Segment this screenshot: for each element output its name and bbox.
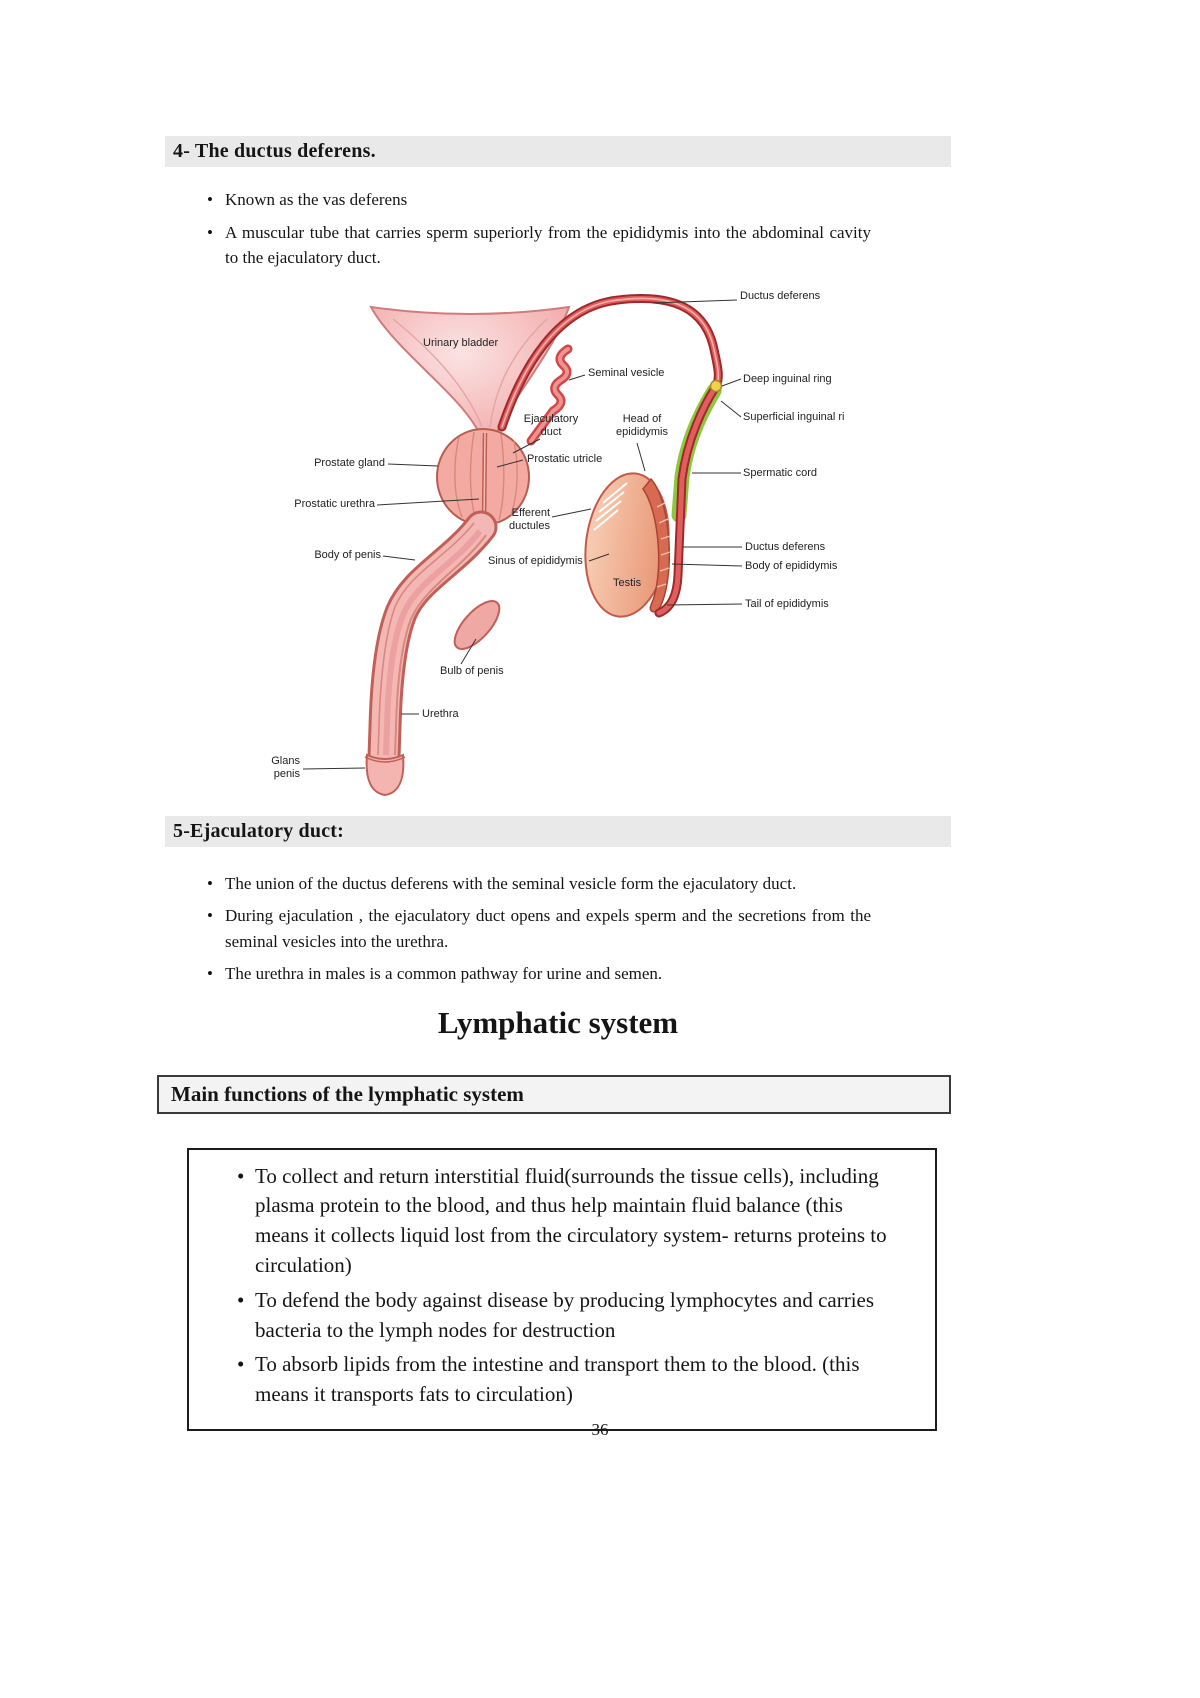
figure-label-spermatic-cord: Spermatic cord	[743, 466, 817, 479]
penis-shaft-inner-line	[394, 533, 487, 755]
urethra-channel	[383, 528, 483, 755]
page-content: 4- The ductus deferens. Known as the vas…	[157, 136, 951, 1431]
figure-label-deep-inguinal-ring: Deep inguinal ring	[743, 372, 832, 385]
section-heading-ductus-deferens: 4- The ductus deferens.	[165, 136, 951, 167]
section-heading-ejaculatory-duct: 5-Ejaculatory duct:	[165, 815, 951, 847]
seminal-vesicle-inner	[529, 346, 570, 443]
glans-penis-shape	[365, 753, 405, 796]
figure-label-ductus-deferens-top: Ductus deferens	[740, 289, 821, 302]
epididymis-shape	[642, 477, 671, 613]
bladder-texture-line	[489, 317, 548, 427]
figure-label-prostate-gland: Prostate gland	[314, 456, 385, 469]
prostatic-urethra-highlight	[483, 432, 486, 523]
bullet-item: Known as the vas deferens	[207, 187, 871, 213]
lymphatic-functions-box: To collect and return interstitial fluid…	[187, 1147, 937, 1431]
epididymis-hatching	[656, 501, 671, 588]
figure-label-ejaculatory-duct: Ejaculatory duct	[523, 412, 579, 438]
figure-label-urinary-bladder: Urinary bladder	[423, 336, 499, 349]
lymphatic-functions-subheading: Main functions of the lymphatic system	[157, 1074, 951, 1114]
figure-label-efferent-ductules: Efferent ductules	[509, 506, 550, 532]
prostate-striation	[498, 433, 505, 520]
ejaculatory-duct-bullet-list: The union of the ductus deferens with th…	[165, 871, 871, 987]
figure-label-superficial-inguinal-ring: Superficial inguinal ri	[743, 410, 845, 423]
bullet-item: The urethra in males is a common pathway…	[207, 961, 871, 987]
anatomy-figure-svg	[302, 293, 743, 796]
bladder-texture-line	[392, 317, 483, 427]
anatomy-figure: Ductus deferens Urinary bladder Seminal …	[255, 287, 875, 802]
figure-label-body-of-epididymis: Body of epididymis	[745, 559, 838, 572]
bulb-of-penis-shape	[453, 599, 501, 650]
figure-label-testis: Testis	[613, 576, 642, 589]
figure-label-tail-of-epididymis: Tail of epididymis	[745, 597, 829, 610]
penis-shaft-inner-line	[377, 522, 475, 755]
figure-label-prostatic-utricle: Prostatic utricle	[527, 452, 603, 465]
bullet-item: To absorb lipids from the intestine and …	[237, 1350, 895, 1410]
bullet-item: A muscular tube that carries sperm super…	[207, 220, 871, 271]
figure-label-urethra: Urethra	[422, 707, 459, 720]
bullet-item: To defend the body against disease by pr…	[237, 1286, 895, 1346]
figure-label-body-of-penis: Body of penis	[314, 548, 381, 561]
figure-label-sinus-of-epididymis: Sinus of epididymis	[488, 554, 583, 567]
lymphatic-system-title: Lymphatic system	[437, 1004, 679, 1040]
figure-label-prostatic-urethra: Prostatic urethra	[294, 497, 375, 510]
lymphatic-functions-list: To collect and return interstitial fluid…	[195, 1162, 895, 1411]
figure-label-ductus-deferens-right: Ductus deferens	[745, 540, 826, 553]
bullet-item: During ejaculation , the ejaculatory duc…	[207, 903, 871, 954]
prostate-striation	[454, 436, 463, 517]
figure-label-seminal-vesicle: Seminal vesicle	[588, 366, 665, 379]
glans-rim-line	[364, 755, 406, 763]
ductus-deferens-bullet-list: Known as the vas deferens A muscular tub…	[165, 187, 871, 271]
bullet-item: The union of the ductus deferens with th…	[207, 871, 871, 897]
figure-label-head-of-epididymis: Head of epididymis	[616, 412, 668, 438]
efferent-ductules-lines	[593, 481, 628, 531]
page-number: 36	[591, 1420, 609, 1439]
ductus-deferens-highlight	[501, 297, 720, 428]
figure-label-glans-penis: Glans penis	[271, 754, 300, 780]
bullet-item: To collect and return interstitial fluid…	[237, 1162, 895, 1281]
figure-label-bulb-of-penis: Bulb of penis	[440, 664, 504, 677]
prostate-striation	[510, 440, 518, 515]
label-pointer-lines	[302, 299, 743, 769]
deep-inguinal-ring-marker	[709, 379, 723, 392]
